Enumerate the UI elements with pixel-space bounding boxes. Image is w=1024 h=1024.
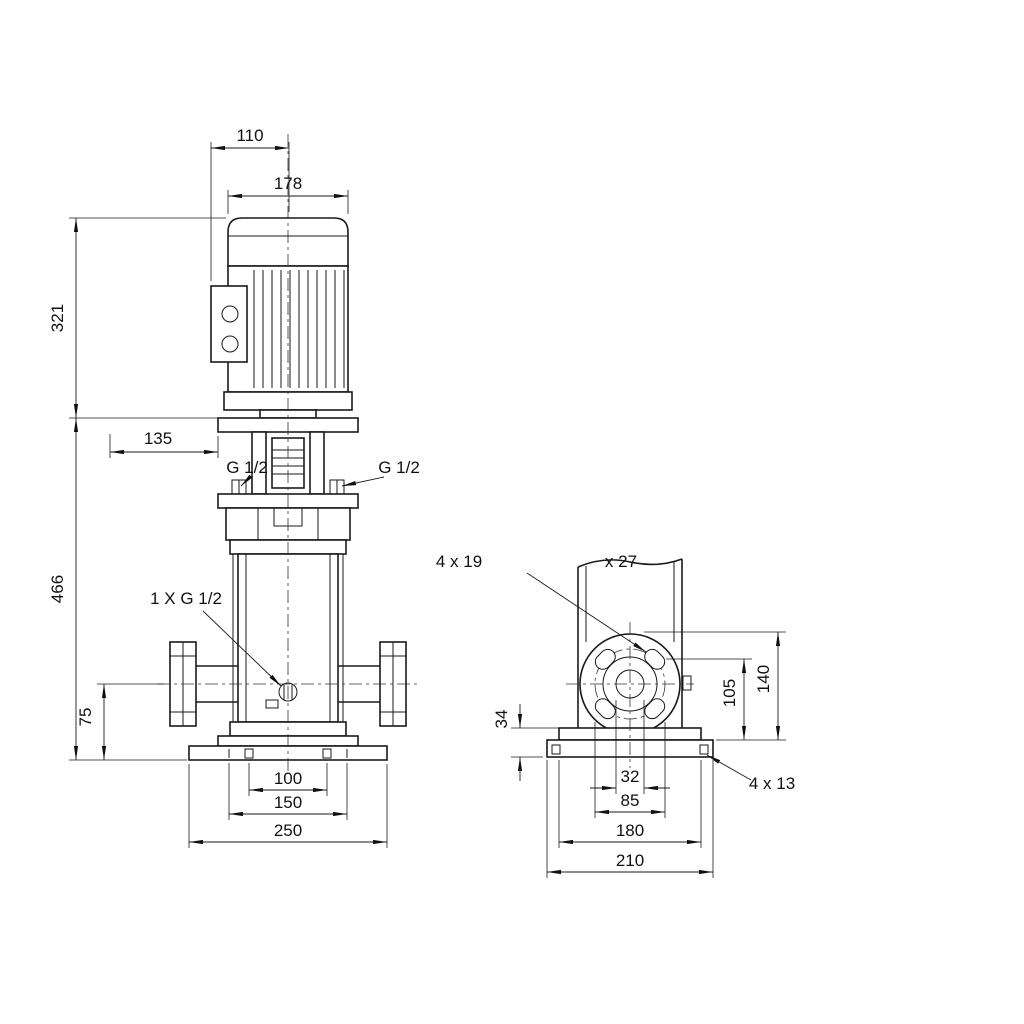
dim-base-bolt-inner: 100 bbox=[274, 769, 302, 788]
dim-motor-top-width: 110 bbox=[236, 126, 263, 145]
dim-bolt-circle: 85 bbox=[621, 791, 640, 810]
dim-base-outer-width: 210 bbox=[616, 851, 644, 870]
leader-flange-slots bbox=[526, 572, 647, 653]
leader-drain-plug bbox=[202, 610, 282, 687]
dim-base-inner-width: 180 bbox=[616, 821, 644, 840]
flange-slot bbox=[594, 648, 616, 670]
dim-motor-diameter: 178 bbox=[274, 174, 302, 193]
front-dimension-texts: 110 178 321 135 G 1/2 G 1/2 466 1 X G 1/… bbox=[48, 126, 420, 840]
label-drain-plug: 1 X G 1/2 bbox=[150, 589, 222, 608]
base-hole bbox=[244, 748, 254, 759]
flange-slot bbox=[644, 698, 666, 720]
motor bbox=[210, 217, 353, 419]
base-hole bbox=[322, 748, 332, 759]
drain-plug bbox=[265, 682, 298, 709]
cable-gland-hole bbox=[221, 335, 239, 353]
flange-slot bbox=[594, 698, 616, 720]
front-centerlines bbox=[157, 134, 419, 772]
dim-base-bolt-outer: 150 bbox=[274, 793, 302, 812]
dim-port-centerline-height: 75 bbox=[76, 708, 95, 727]
terminal-box bbox=[210, 285, 248, 363]
dim-stool-width: 135 bbox=[144, 429, 172, 448]
front-dimension-lines bbox=[73, 145, 387, 845]
dim-motor-height: 321 bbox=[48, 304, 67, 332]
base-slot bbox=[551, 744, 561, 755]
base-slot bbox=[699, 744, 709, 755]
front-view: 110 178 321 135 G 1/2 G 1/2 466 1 X G 1/… bbox=[48, 126, 420, 848]
side-extension-lines bbox=[511, 631, 786, 878]
flange-slot bbox=[644, 648, 666, 670]
dim-flange-top-height: 140 bbox=[754, 665, 773, 693]
label-flange-slots-b: x 27 bbox=[605, 552, 637, 571]
leader-plug-right bbox=[341, 476, 385, 487]
label-plug-left: G 1/2 bbox=[226, 458, 268, 477]
motor-fins bbox=[253, 270, 345, 388]
dim-base-height: 34 bbox=[492, 710, 511, 729]
leader-plug-left bbox=[240, 474, 253, 487]
leader-base-holes bbox=[706, 754, 752, 781]
dim-flange-mid-height: 105 bbox=[720, 679, 739, 707]
side-dimension-lines bbox=[517, 572, 781, 875]
label-base-holes: 4 x 13 bbox=[749, 774, 795, 793]
dim-base-width: 250 bbox=[274, 821, 302, 840]
side-dimension-texts: 4 x 19 x 27 34 105 140 32 85 180 210 4 x… bbox=[436, 552, 795, 870]
side-view: 4 x 19 x 27 34 105 140 32 85 180 210 4 x… bbox=[436, 552, 795, 878]
dim-pump-height: 466 bbox=[48, 575, 67, 603]
side-centerlines bbox=[566, 622, 694, 768]
front-extension-lines bbox=[69, 142, 388, 848]
label-flange-slots-a: 4 x 19 bbox=[436, 552, 482, 571]
dim-port-bore: 32 bbox=[621, 767, 640, 786]
nameplate bbox=[682, 675, 692, 691]
cable-gland-hole bbox=[221, 305, 239, 323]
break-line bbox=[577, 558, 683, 568]
label-plug-right: G 1/2 bbox=[378, 458, 420, 477]
